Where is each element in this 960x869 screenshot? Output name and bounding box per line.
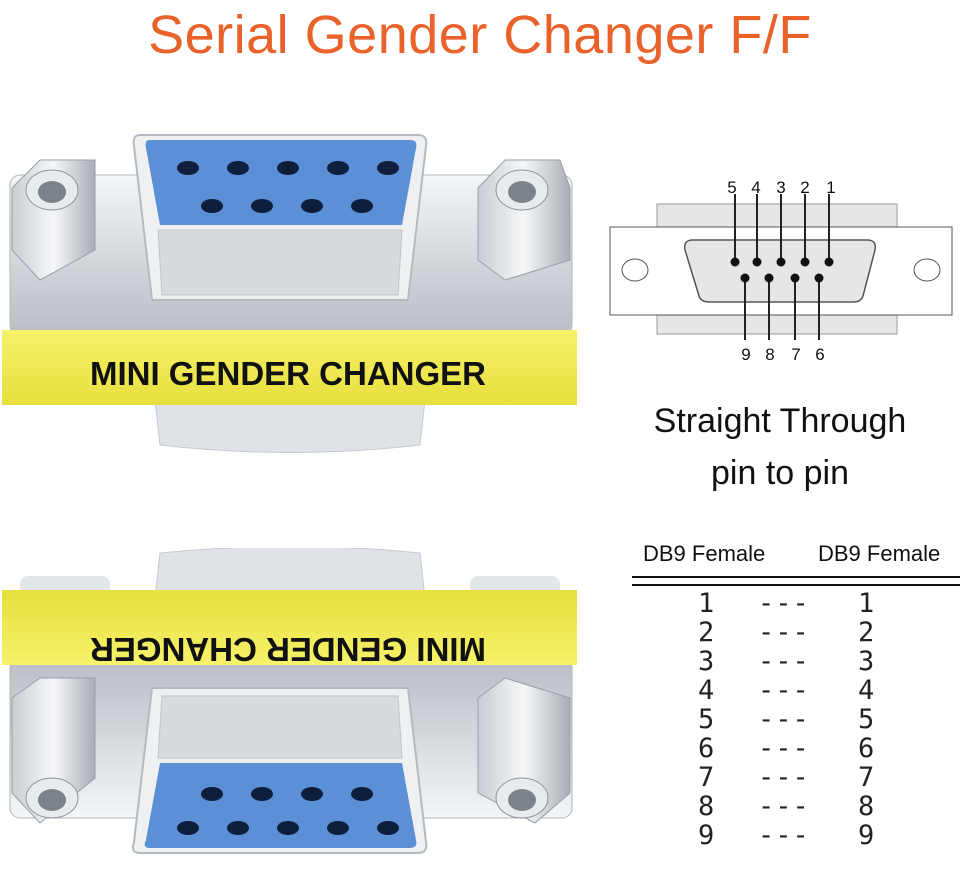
table-row: 7 --- 7 <box>632 762 960 793</box>
pin-label: 6 <box>815 345 824 364</box>
pin-connector-dashes: --- <box>758 791 810 822</box>
pin-connector-dashes: --- <box>758 646 810 677</box>
pin-number: 9 <box>698 820 715 851</box>
pin-connector-dashes: --- <box>758 820 810 851</box>
pin-label: 5 <box>727 178 736 197</box>
table-row: 8 --- 8 <box>632 791 960 822</box>
pin-number: 2 <box>858 617 875 648</box>
caption-pin-to-pin: pin to pin <box>711 454 849 492</box>
pin-number: 5 <box>858 704 875 735</box>
left-screw-icon <box>11 159 96 281</box>
table-row: 1 --- 1 <box>632 588 960 619</box>
pin-number: 1 <box>858 588 875 619</box>
right-screw-icon <box>477 677 571 824</box>
caption-straight-through: Straight Through <box>653 402 907 440</box>
table-row: 9 --- 9 <box>632 820 960 851</box>
pin-number: 4 <box>858 675 875 706</box>
table-row: 4 --- 4 <box>632 675 960 706</box>
pin-number: 6 <box>858 733 875 764</box>
right-column-header: DB9 Female <box>818 541 941 566</box>
table-row: 5 --- 5 <box>632 704 960 735</box>
bottom-adapter-photo: MINI GENDER CHANGER <box>2 548 577 854</box>
pin-number: 9 <box>858 820 875 851</box>
header-rule <box>632 576 960 578</box>
right-screw-icon <box>477 159 571 281</box>
top-adapter-photo: MINI GENDER CHANGER <box>2 134 577 453</box>
table-row: 3 --- 3 <box>632 646 960 677</box>
pin-number: 8 <box>698 791 715 822</box>
pin-connector-dashes: --- <box>758 617 810 648</box>
pin-connector-dashes: --- <box>758 733 810 764</box>
pin-number: 6 <box>698 733 715 764</box>
pin-connector-dashes: --- <box>758 762 810 793</box>
pin-number: 2 <box>698 617 715 648</box>
pin-number: 7 <box>858 762 875 793</box>
pin-label: 9 <box>741 345 750 364</box>
pin-label: 8 <box>765 345 774 364</box>
header-rule <box>632 584 960 586</box>
pin-number: 4 <box>698 675 715 706</box>
pin-number: 5 <box>698 704 715 735</box>
bottom-adapter-label: MINI GENDER CHANGER <box>90 631 486 668</box>
left-screw-icon <box>11 677 96 824</box>
db9-pinout-diagram: 5 4 3 2 1 9 8 7 6 <box>609 178 953 364</box>
table-row: 6 --- 6 <box>632 733 960 764</box>
pin-label: 4 <box>751 178 760 197</box>
top-adapter-label: MINI GENDER CHANGER <box>90 355 486 392</box>
left-column-header: DB9 Female <box>643 541 766 566</box>
pin-number: 7 <box>698 762 715 793</box>
pin-number: 8 <box>858 791 875 822</box>
pin-connector-dashes: --- <box>758 704 810 735</box>
pin-label: 3 <box>776 178 785 197</box>
table-row: 2 --- 2 <box>632 617 960 648</box>
pin-connector-dashes: --- <box>758 675 810 706</box>
pin-number: 3 <box>858 646 875 677</box>
pin-number: 1 <box>698 588 715 619</box>
db9-port-icon <box>144 763 417 848</box>
page-title: Serial Gender Changer F/F <box>148 5 812 65</box>
pin-number: 3 <box>698 646 715 677</box>
pin-label: 7 <box>791 345 800 364</box>
db9-port-icon <box>145 140 417 225</box>
pin-label: 1 <box>826 178 835 197</box>
pin-label: 2 <box>800 178 809 197</box>
pin-connector-dashes: --- <box>758 588 810 619</box>
